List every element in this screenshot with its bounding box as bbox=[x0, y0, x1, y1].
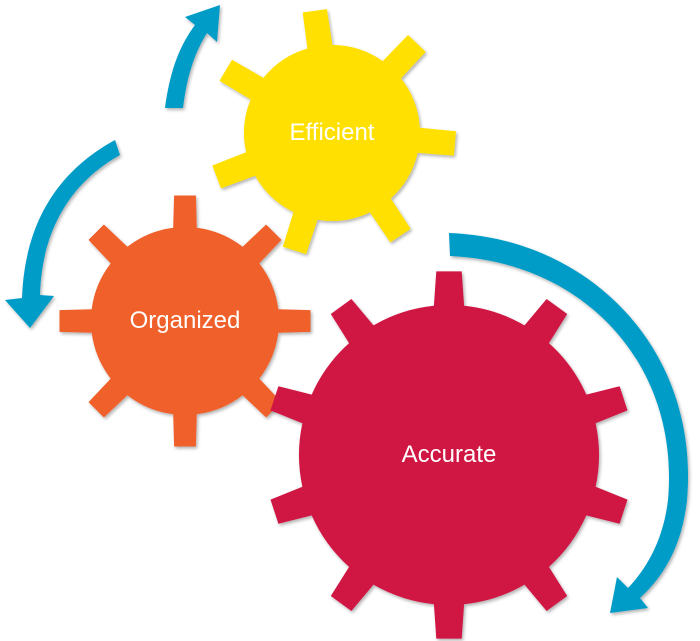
cycle-arrow-top-left-icon bbox=[165, 5, 220, 108]
gear-organized-icon bbox=[59, 195, 311, 447]
cycle-arrow-right-icon bbox=[449, 233, 689, 613]
gear-accurate-icon bbox=[270, 271, 628, 639]
gear-label-accurate: Accurate bbox=[401, 441, 497, 468]
gear-efficient-icon bbox=[212, 9, 456, 255]
cycle-arrow-left-icon bbox=[5, 140, 120, 328]
gear-label-organized: Organized bbox=[129, 307, 241, 334]
gear-label-efficient: Efficient bbox=[289, 119, 375, 146]
